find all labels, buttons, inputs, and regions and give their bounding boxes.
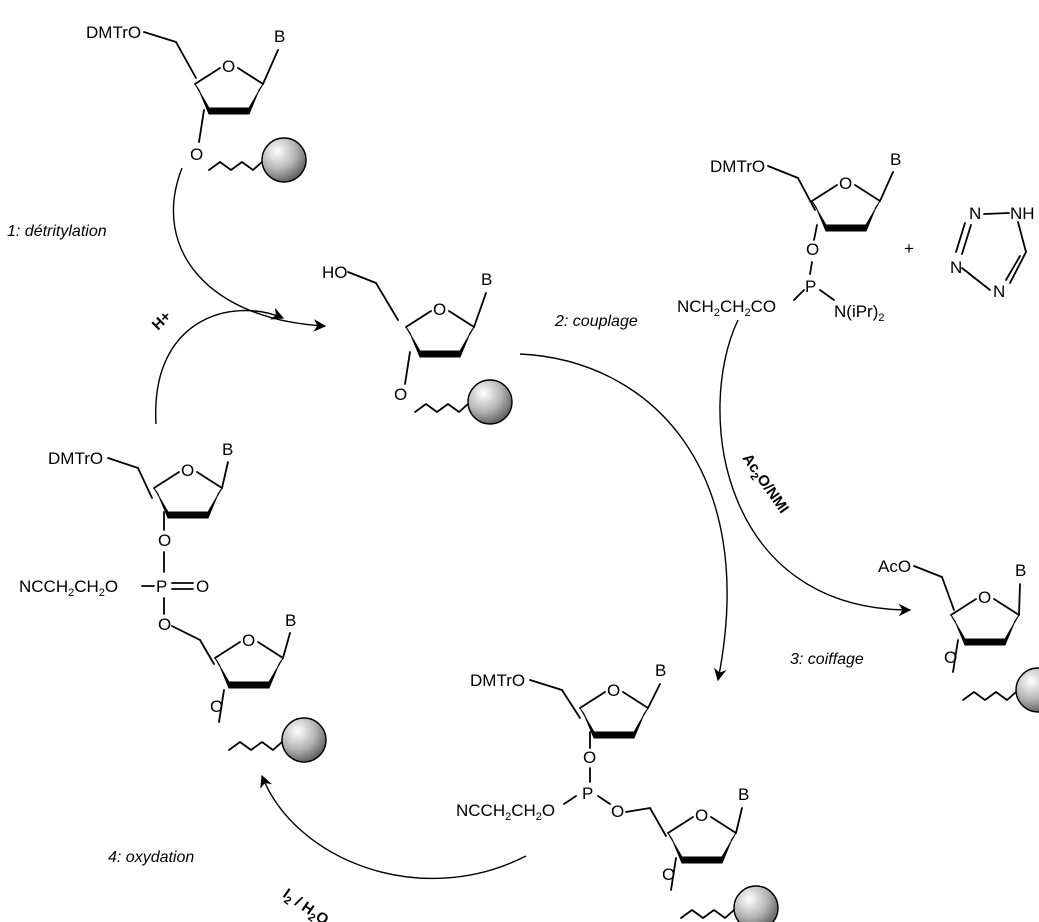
o3-oxygen: O xyxy=(158,531,171,550)
label-cyanoethoxy: NCCH2CH2O xyxy=(19,577,118,599)
phosphorus: P xyxy=(582,784,593,803)
arrow-recycle xyxy=(155,307,285,425)
phosphoramidite-monomer: DMTrO O B O P N(iPr)2 NCH2CH2CO xyxy=(677,150,901,324)
label-nipr2: N(iPr)2 xyxy=(834,302,885,324)
base-label: B xyxy=(1015,561,1026,580)
base-label: B xyxy=(890,150,901,169)
linker-oxygen: O xyxy=(944,648,957,667)
tetrazole-n4: N xyxy=(993,282,1005,301)
label-dmtro: DMTrO xyxy=(48,449,103,468)
reagent-acid: H+ xyxy=(149,308,175,334)
o3-oxygen: O xyxy=(583,748,596,767)
linker-oxygen: O xyxy=(394,385,407,404)
plus-sign: + xyxy=(904,239,914,258)
free-hydroxyl-nucleoside: HO O B O xyxy=(322,263,513,425)
label-dmtro: DMTrO xyxy=(710,157,765,176)
step-oxidation: 4: oxydation xyxy=(108,849,194,866)
ring-oxygen: O xyxy=(222,57,235,76)
arrow-coupling xyxy=(519,353,728,682)
linker-oxygen: O xyxy=(210,697,223,716)
step-coupling: 2: couplage xyxy=(554,313,638,330)
ring-oxygen: O xyxy=(695,806,708,825)
label-cyanoethoxy: NCCH2CH2O xyxy=(456,801,555,823)
base-label: B xyxy=(481,270,492,289)
base-label: B xyxy=(738,785,749,804)
o3-oxygen: O xyxy=(806,240,819,259)
phosphate-dinucleotide: DMTrO O B O P O NCCH2CH2O O O B O xyxy=(19,440,327,763)
o5-oxygen: O xyxy=(611,802,624,821)
ring-oxygen: O xyxy=(181,461,194,480)
step-detritylation: 1: détritylation xyxy=(7,223,107,240)
phosphate-oxo: O xyxy=(196,577,209,596)
label-ho: HO xyxy=(322,263,348,282)
ring-oxygen: O xyxy=(433,300,446,319)
base-label: B xyxy=(274,27,285,46)
tetrazole: N NH N N xyxy=(950,204,1035,301)
ring-oxygen: O xyxy=(978,588,991,607)
label-dmtro: DMTrO xyxy=(470,671,525,690)
dmtr-nucleoside-support: DMTrO O B O xyxy=(86,23,307,183)
arrow-oxidation xyxy=(260,774,527,880)
ring-oxygen: O xyxy=(839,174,852,193)
linker-oxygen: O xyxy=(662,865,675,884)
reagent-capping: Ac2O/NMI xyxy=(736,451,792,519)
reagent-oxidant: I2 / H2O xyxy=(278,885,332,922)
phosphorus: P xyxy=(805,277,816,296)
base-label: B xyxy=(655,661,666,680)
base-label: B xyxy=(222,440,233,459)
label-cyanoethoxy: NCH2CH2CO xyxy=(677,297,776,319)
ring-oxygen: O xyxy=(607,681,620,700)
tetrazole-n1: N xyxy=(969,204,981,223)
arrow-detritylation xyxy=(172,167,327,332)
tetrazole-nh: NH xyxy=(1010,204,1035,223)
arrow-capping xyxy=(719,319,912,617)
o5-oxygen: O xyxy=(158,615,171,634)
phosphite-dinucleotide: DMTrO O B O P NCCH2CH2O O O B O xyxy=(456,661,779,922)
label-dmtro: DMTrO xyxy=(86,23,141,42)
label-aco: AcO xyxy=(878,557,911,576)
phosphorus: P xyxy=(156,577,167,596)
step-capping: 3: coiffage xyxy=(790,651,864,668)
base-label: B xyxy=(285,611,296,630)
linker-oxygen: O xyxy=(190,145,203,164)
capped-nucleoside: AcO O B O xyxy=(878,557,1039,713)
ring-oxygen: O xyxy=(242,631,255,650)
tetrazole-n3: N xyxy=(950,258,962,277)
